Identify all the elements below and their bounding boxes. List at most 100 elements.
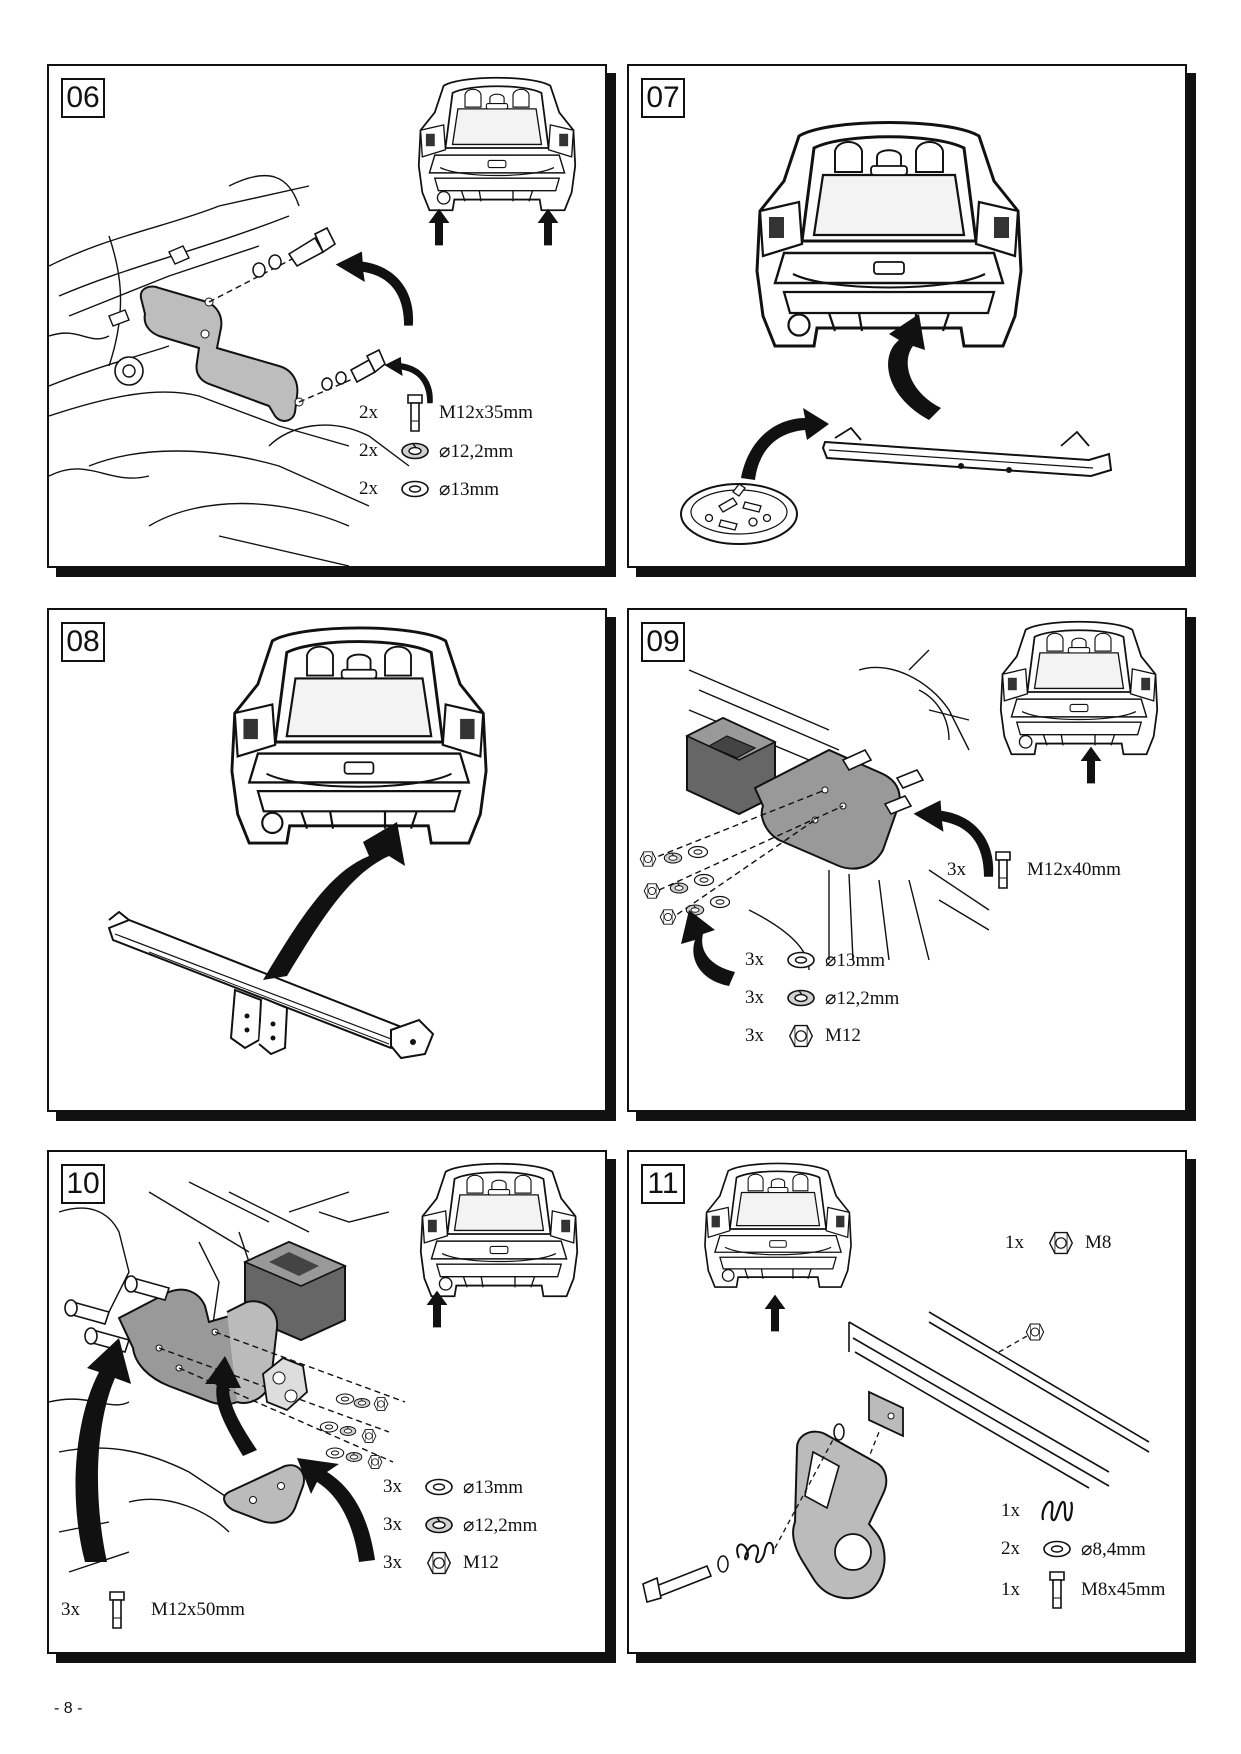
spring-washer-icon [419, 1508, 459, 1542]
step-number: 06 [61, 78, 105, 118]
part-spec: ⌀13mm [463, 1476, 523, 1498]
bolt-icon [983, 853, 1023, 887]
part-spec: M12x40mm [1027, 859, 1121, 880]
part-row: 1x [1001, 1492, 1165, 1530]
part-qty: 3x [61, 1599, 80, 1620]
step-07-illustration [680, 121, 1113, 545]
spring-washer-icon [781, 981, 821, 1015]
part-row: 3x M12 [383, 1544, 537, 1582]
part-spec: M12 [825, 1025, 861, 1046]
curved-arrow-icon [741, 408, 829, 480]
washer-icon [1037, 1532, 1077, 1566]
parts-list: 3x ⌀13mm 3x ⌀12,2mm 3x M12 [745, 941, 899, 1055]
part-spec: ⌀12,2mm [439, 440, 514, 462]
curved-arrow-icon [888, 314, 941, 420]
step-number: 11 [641, 1164, 685, 1204]
step-11-illustration [642, 1162, 1150, 1604]
car-rear-thumbnail [417, 76, 577, 212]
bolt-icon [395, 396, 435, 430]
part-qty: 2x [1001, 1538, 1020, 1559]
nut-icon [1025, 1323, 1045, 1341]
part-spec: M12x50mm [151, 1599, 245, 1620]
washer-icon [395, 472, 435, 506]
part-row: 2x M12x35mm [359, 394, 533, 432]
up-arrow-icon [764, 1294, 786, 1332]
curved-arrow-icon [263, 822, 405, 980]
step-06-illustration [49, 76, 577, 566]
part-qty: 3x [383, 1476, 402, 1497]
up-arrow-icon [428, 208, 450, 246]
car-rear-view [755, 121, 1023, 348]
step-08-illustration [107, 626, 488, 1060]
part-spec: ⌀12,2mm [463, 1514, 538, 1536]
part-qty: 3x [383, 1552, 402, 1573]
part-spec: ⌀8,4mm [1081, 1538, 1146, 1560]
up-arrow-icon [537, 208, 559, 246]
parts-list-bolt: 3x M12x40mm [947, 848, 1121, 892]
bolt-icon [97, 1593, 137, 1627]
nut-icon [419, 1546, 459, 1580]
curved-arrow-icon [297, 1458, 375, 1562]
washer-icon [419, 1470, 459, 1504]
parts-list: 3x ⌀13mm 3x ⌀12,2mm 3x M12 [383, 1468, 537, 1582]
up-arrow-icon [1080, 746, 1102, 784]
part-spec: M12 [463, 1552, 499, 1573]
parts-list-bolt: 3x M12x50mm [61, 1588, 245, 1632]
car-rear-thumbnail [419, 1162, 579, 1298]
bolt-icon [1037, 1573, 1077, 1607]
parts-list: 2x M12x35mm 2x ⌀12,2mm 2x ⌀13mm [359, 394, 533, 508]
part-row: 3x ⌀13mm [383, 1468, 537, 1506]
step-number: 09 [641, 622, 685, 662]
car-rear-view [230, 626, 488, 845]
part-qty: 1x [1001, 1579, 1020, 1600]
part-row: 3x M12x40mm [947, 848, 1121, 892]
part-qty: 1x [1005, 1232, 1024, 1253]
part-row: 3x ⌀12,2mm [745, 979, 899, 1017]
part-qty: 2x [359, 440, 378, 461]
car-rear-thumbnail [999, 620, 1159, 756]
part-spec: M8 [1085, 1232, 1112, 1253]
part-qty: 3x [383, 1514, 402, 1535]
part-row: 2x ⌀13mm [359, 470, 533, 508]
part-qty: 3x [947, 859, 966, 880]
step-panel-10: 10 [47, 1150, 607, 1654]
part-qty: 1x [1001, 1500, 1020, 1521]
part-qty: 2x [359, 402, 378, 423]
page-number: - 8 - [54, 1700, 83, 1717]
part-spec: ⌀12,2mm [825, 987, 900, 1009]
part-row: 3x M12 [745, 1017, 899, 1055]
part-spec: M8x45mm [1081, 1579, 1166, 1600]
part-row: 3x ⌀12,2mm [383, 1506, 537, 1544]
nut-icon [1041, 1226, 1081, 1260]
part-row: 2x ⌀12,2mm [359, 432, 533, 470]
part-row: 3x ⌀13mm [745, 941, 899, 979]
parts-list-nut: 1x M8 [1005, 1224, 1111, 1262]
part-row: 2x ⌀8,4mm [1001, 1530, 1165, 1568]
part-qty: 3x [745, 1025, 764, 1046]
step-09-illustration [639, 620, 1159, 986]
part-row: 1x M8 [1005, 1224, 1111, 1262]
part-spec: ⌀13mm [825, 949, 885, 971]
part-qty: 3x [745, 949, 764, 970]
curved-arrow-icon [205, 1356, 257, 1456]
curved-arrow-icon [75, 1338, 131, 1562]
part-qty: 3x [745, 987, 764, 1008]
car-rear-thumbnail [704, 1162, 852, 1288]
nut-icon [781, 1019, 821, 1053]
step-number: 07 [641, 78, 685, 118]
step-10-illustration [49, 1162, 579, 1573]
step-panel-11: 11 1x [627, 1150, 1187, 1654]
part-row: 3x M12x50mm [61, 1588, 245, 1632]
step-panel-07: 07 [627, 64, 1187, 568]
spring-washer-icon [395, 434, 435, 468]
curved-arrow-icon [681, 910, 735, 986]
part-row: 1x M8x45mm [1001, 1568, 1165, 1612]
step-number: 10 [61, 1164, 105, 1204]
part-qty: 2x [359, 478, 378, 499]
curved-arrow-icon [335, 251, 414, 326]
step-panel-09: 09 [627, 608, 1187, 1112]
parts-list: 1x 2x ⌀8,4mm 1x M8x45mm [1001, 1492, 1165, 1612]
part-spec: ⌀13mm [439, 478, 499, 500]
step-panel-06: 06 [47, 64, 607, 568]
step-panel-08: 08 [47, 608, 607, 1112]
